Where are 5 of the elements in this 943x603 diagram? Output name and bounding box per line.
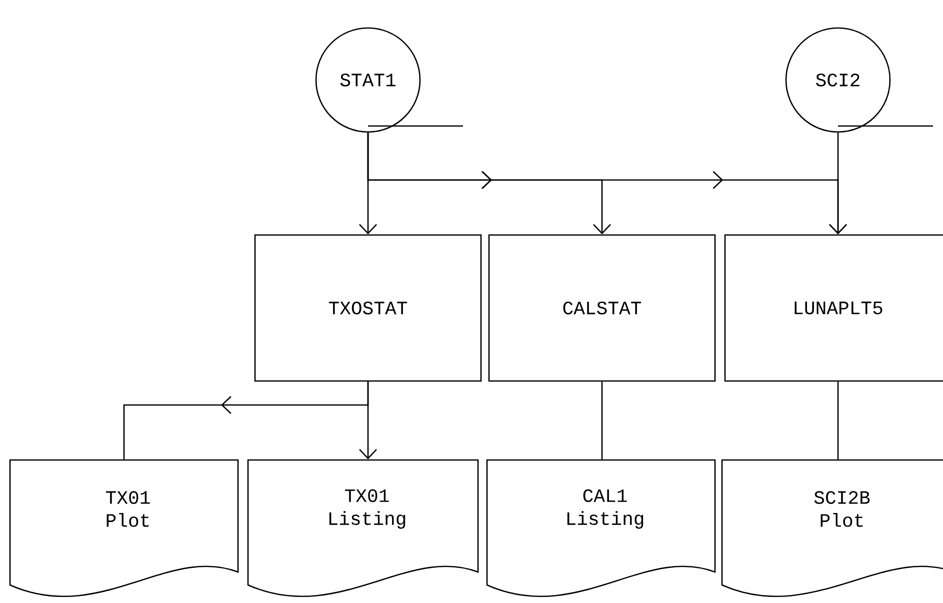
- process-box: LUNAPLT5: [724, 234, 943, 382]
- process-box: TXOSTAT: [254, 234, 482, 382]
- arrow: [359, 382, 377, 460]
- process-box: CALSTAT: [488, 234, 716, 382]
- arrow: [829, 132, 847, 234]
